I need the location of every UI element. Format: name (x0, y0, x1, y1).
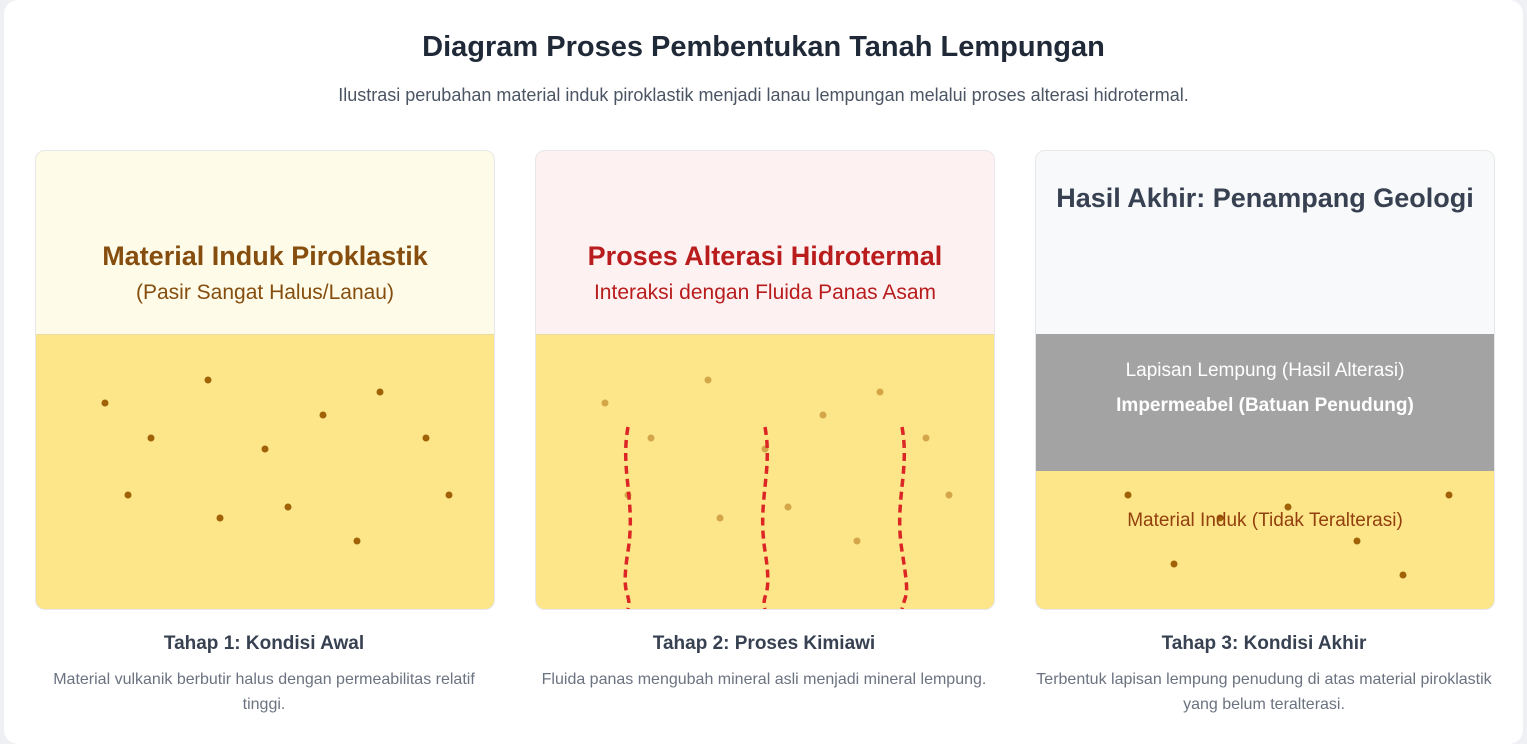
sand-grain (704, 376, 712, 384)
panel-header-area (36, 151, 494, 335)
sand-grain (819, 411, 827, 419)
page-subtitle: Ilustrasi perubahan material induk pirok… (338, 85, 1189, 105)
sand-grain (1445, 491, 1453, 499)
sand-grain (124, 491, 132, 499)
panel-heading: Proses Alterasi Hidrotermal (587, 241, 943, 271)
grain-layer-1 (101, 376, 453, 545)
sand-grain (445, 491, 453, 499)
sand-grain (101, 399, 109, 407)
grain-layer-2 (601, 376, 953, 609)
sand-grain (319, 411, 327, 419)
panel-final-condition: Hasil Akhir: Penampang Geologi Lapisan L… (1035, 150, 1495, 610)
panel-subheading: Interaksi dengan Fluida Panas Asam (593, 281, 937, 304)
panel-header-area (1036, 151, 1494, 334)
step-1-description: Material vulkanik berbutir halus dengan … (53, 671, 475, 713)
sand-grain (216, 514, 224, 522)
sand-grain (147, 434, 155, 442)
sand-grain (876, 388, 884, 396)
sand-grain (1284, 503, 1292, 511)
panel-header-area (536, 151, 994, 335)
step-3-title: Tahap 3: Kondisi Akhir (1161, 633, 1367, 654)
sand-grain (1124, 491, 1132, 499)
sand-grain (784, 503, 792, 511)
panel-chemical-process: Proses Alterasi Hidrotermal Interaksi de… (535, 150, 995, 610)
fluid-path (898, 426, 909, 609)
sand-grain (376, 388, 384, 396)
fluid-path (623, 426, 632, 609)
sand-grain (922, 434, 930, 442)
sand-grain (601, 399, 609, 407)
panel-initial-condition: Material Induk Piroklastik (Pasir Sangat… (35, 150, 495, 610)
clay-layer (1036, 334, 1494, 471)
step-1-title: Tahap 1: Kondisi Awal (163, 633, 365, 654)
sand-grain (647, 434, 655, 442)
sand-grain (853, 537, 861, 545)
sand-grain (1216, 514, 1224, 522)
sand-grain (1399, 571, 1407, 579)
step-2-description: Fluida panas mengubah mineral asli menja… (541, 671, 987, 688)
clay-layer-label: Lapisan Lempung (Hasil Alterasi) (1125, 360, 1405, 381)
sand-grain (204, 376, 212, 384)
fluid-path (761, 426, 770, 609)
step-3-description: Terbentuk lapisan lempung penudung di at… (1036, 671, 1492, 713)
sand-grain (945, 491, 953, 499)
sand-grain (716, 514, 724, 522)
panel-subheading: (Pasir Sangat Halus/Lanau) (136, 281, 394, 304)
sand-grain (284, 503, 292, 511)
grain-layer-3 (1124, 491, 1453, 579)
sand-grain (261, 445, 269, 453)
panel-heading: Hasil Akhir: Penampang Geologi (1056, 183, 1474, 213)
sand-grain (1353, 537, 1361, 545)
parent-material-label: Material Induk (Tidak Teralterasi) (1127, 510, 1403, 531)
clay-layer-sublabel: Impermeabel (Batuan Penudung) (1116, 395, 1414, 416)
panel-heading: Material Induk Piroklastik (102, 241, 428, 271)
step-2-title: Tahap 2: Proses Kimiawi (652, 633, 876, 654)
page-title: Diagram Proses Pembentukan Tanah Lempung… (422, 31, 1105, 63)
sand-grain (1170, 560, 1178, 568)
sand-grain (422, 434, 430, 442)
sand-grain (353, 537, 361, 545)
